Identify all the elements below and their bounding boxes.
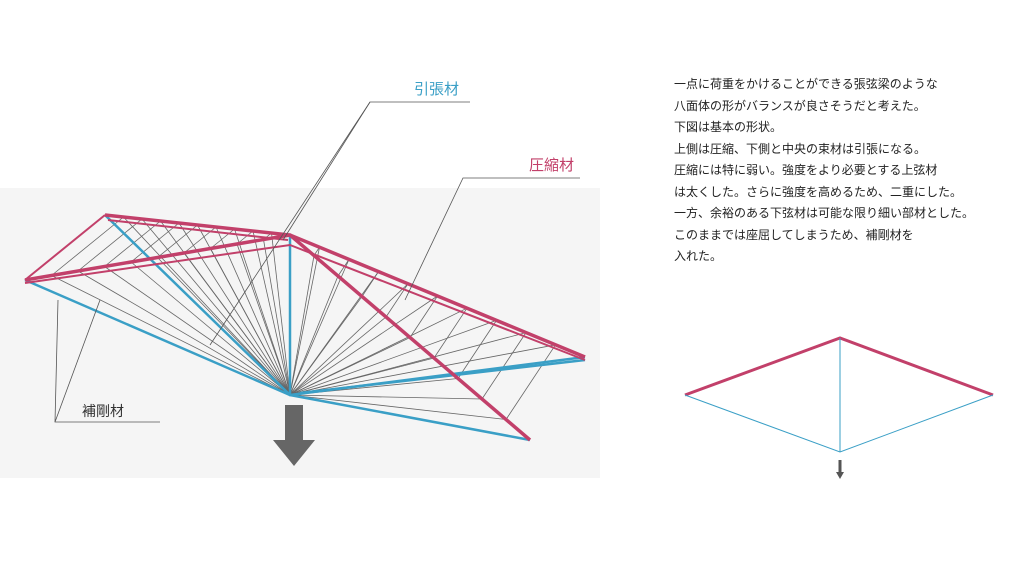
web-member [289, 247, 320, 396]
web-member [289, 296, 363, 396]
web-member [289, 332, 527, 396]
web-member [289, 344, 556, 396]
web-member [130, 222, 180, 263]
compression-label: 圧縮材 [529, 156, 575, 174]
web-member [234, 228, 291, 396]
web-member [104, 220, 161, 267]
stiffener-label: 補剛材 [82, 404, 124, 420]
web-member [289, 394, 507, 420]
web-member [409, 295, 438, 338]
web-member [77, 270, 291, 396]
web-member [289, 259, 350, 396]
web-member [289, 307, 468, 396]
web-member [252, 230, 291, 396]
web-member [77, 218, 143, 272]
web-member [337, 259, 350, 277]
web-member [183, 252, 291, 396]
description-line: このままでは座屈してしまうため、補剛材を [674, 227, 914, 242]
web-member [210, 228, 235, 249]
load-arrow-icon [273, 405, 315, 466]
web-member [130, 261, 291, 396]
small-load-arrow-icon [836, 460, 844, 479]
web-member [123, 216, 291, 396]
description-line: は太くした。さらに強度を高めるため、二重にした。 [674, 184, 963, 199]
basic-shape-diagram [684, 336, 994, 479]
web-member [289, 316, 387, 396]
description-line: 上側は圧縮、下側と中央の束材は引張になる。 [674, 141, 927, 156]
web-member [289, 394, 483, 400]
compression-members [24, 213, 586, 442]
web-member [210, 248, 291, 396]
description-line: 八面体の形がバランスが良さそうだと考えた。 [674, 98, 926, 113]
web-member [263, 239, 291, 396]
web-member [157, 224, 198, 258]
description-line: 一点に荷重をかけることができる張弦梁のような [674, 77, 938, 91]
web-member [289, 295, 438, 396]
web-member [289, 283, 409, 396]
web-member [215, 226, 291, 396]
web-member [289, 275, 339, 396]
web-member [141, 218, 291, 396]
web-member [505, 344, 556, 420]
description-text: 一点に荷重をかけることができる張弦梁のような 八面体の形がバランスが良さそうだと… [674, 74, 974, 268]
web-member [51, 275, 291, 396]
description-line: 下図は基本の形状。 [674, 120, 783, 134]
web-member [433, 307, 468, 359]
web-member [457, 320, 497, 379]
tension-label: 引張材 [414, 80, 460, 98]
web-member [361, 271, 379, 297]
description-line: 一方、余裕のある下弦材は可能な限り細い部材とした。 [674, 206, 975, 220]
web-member [51, 216, 124, 276]
leader-lines [54, 101, 580, 423]
web-members [51, 216, 556, 420]
description-line: 圧縮には特に弱い。強度をより必要とする上弦材 [674, 163, 938, 177]
web-member [236, 243, 291, 396]
tension-members [24, 214, 586, 442]
web-member [104, 266, 291, 396]
web-member [289, 255, 315, 396]
web-member [289, 320, 497, 396]
web-member [271, 232, 291, 396]
web-member [481, 332, 527, 400]
description-line: 入れた。 [674, 249, 723, 263]
